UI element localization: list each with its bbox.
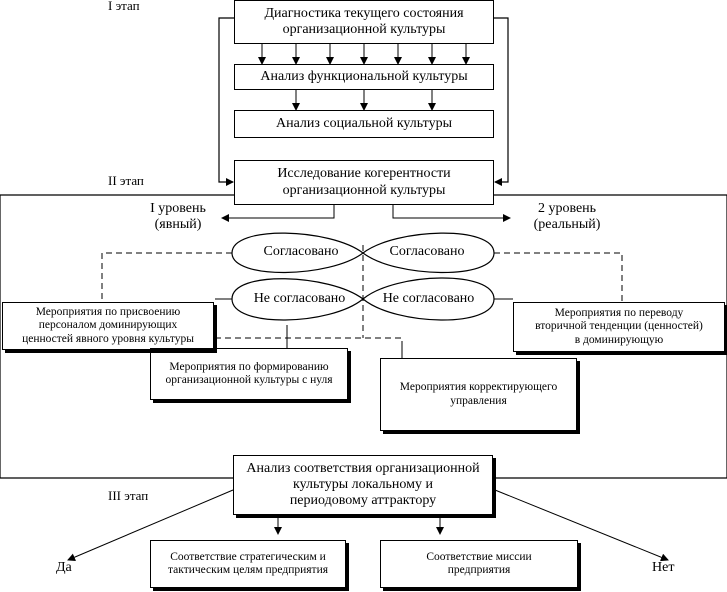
level1-label: I уровень (явный) bbox=[138, 201, 218, 233]
assign-values-box: Мероприятия по присвоению персоналом дом… bbox=[2, 302, 214, 350]
attractor-line-3: периодовому аттрактору bbox=[289, 493, 437, 509]
assign-values-line-3: ценностей явного уровня культуры bbox=[22, 332, 194, 345]
level2-label: 2 уровень (реальный) bbox=[522, 201, 612, 233]
loop-to-box-connectors bbox=[215, 298, 513, 348]
loop-not-agreed-left: Не согласовано bbox=[253, 291, 346, 306]
assign-values-line-1: Мероприятия по присвоению bbox=[35, 306, 181, 319]
form-from-scratch-box: Мероприятия по формированию организацион… bbox=[150, 348, 348, 400]
level2-title: 2 уровень bbox=[537, 201, 597, 216]
secondary-tendency-box: Мероприятия по переводу вторичной тенден… bbox=[513, 302, 725, 352]
level-arrows bbox=[221, 205, 511, 222]
stage1-label: I этап bbox=[108, 0, 140, 13]
strategic-goals-box: Соответствие стратегическим и тактически… bbox=[150, 540, 346, 588]
mission-line-1: Соответствие миссии bbox=[426, 550, 532, 563]
strategic-line-1: Соответствие стратегическим и bbox=[170, 550, 326, 563]
secondary-tendency-line-3: в доминирующую bbox=[574, 333, 664, 346]
attractor-analysis-box: Анализ соответствия организационной куль… bbox=[233, 455, 493, 515]
form-from-scratch-line-1: Мероприятия по формированию bbox=[169, 360, 329, 373]
diagnostics-line-2: организационной культуры bbox=[282, 22, 446, 37]
corrective-line-1: Мероприятия корректирующего bbox=[399, 381, 558, 394]
stage1-side-lines bbox=[218, 17, 509, 186]
mission-box: Соответствие миссии предприятия bbox=[380, 540, 578, 588]
secondary-tendency-line-2: вторичной тенденции (ценностей) bbox=[535, 320, 703, 333]
attractor-line-2: культуры локальному и bbox=[292, 476, 434, 492]
stage3-label: III этап bbox=[108, 488, 149, 503]
coherence-line-2: организационной культуры bbox=[282, 182, 446, 198]
dashed-connectors bbox=[101, 245, 623, 358]
corrective-line-2: управления bbox=[450, 394, 507, 407]
functional-to-social-arrows bbox=[292, 90, 436, 111]
stage2-label: II этап bbox=[108, 173, 144, 188]
assign-values-line-2: персоналом доминирующих bbox=[38, 319, 178, 332]
social-culture-box: Анализ социальной культуры bbox=[234, 110, 494, 138]
loop-agreed-left: Согласовано bbox=[263, 244, 339, 259]
stage2-frame bbox=[0, 194, 234, 479]
stage2-frame-right bbox=[494, 194, 727, 479]
corrective-management-box: Мероприятия корректирующего управления bbox=[380, 358, 577, 431]
diagnostics-line-1: Диагностика текущего состояния bbox=[264, 5, 464, 21]
coherence-box: Исследование когерентности организационн… bbox=[234, 160, 494, 205]
level1-subtitle: (явный) bbox=[154, 217, 202, 233]
level2-subtitle: (реальный) bbox=[533, 217, 601, 233]
social-culture-label: Анализ социальной культуры bbox=[275, 115, 452, 131]
form-from-scratch-line-2: организационной культуры с нуля bbox=[165, 374, 333, 386]
diag-to-functional-arrows bbox=[258, 44, 470, 65]
loop-not-agreed-right: Не согласовано bbox=[382, 291, 475, 306]
outcome-no: Нет bbox=[652, 560, 675, 575]
outcome-yes: Да bbox=[56, 560, 72, 575]
attractor-line-1: Анализ соответствия организационной bbox=[246, 460, 480, 476]
diagnostics-box: Диагностика текущего состояния организац… bbox=[234, 0, 494, 44]
level1-title: I уровень bbox=[150, 201, 206, 216]
stage3-arrows bbox=[67, 489, 669, 562]
coherence-line-1: Исследование когерентности bbox=[277, 166, 451, 182]
functional-culture-label: Анализ функциональной культуры bbox=[260, 68, 468, 84]
functional-culture-box: Анализ функциональной культуры bbox=[234, 64, 494, 90]
mission-line-2: предприятия bbox=[447, 564, 511, 576]
secondary-tendency-line-1: Мероприятия по переводу bbox=[554, 307, 684, 320]
strategic-line-2: тактическим целям предприятия bbox=[167, 564, 329, 576]
loop-agreed-right: Согласовано bbox=[389, 244, 465, 259]
